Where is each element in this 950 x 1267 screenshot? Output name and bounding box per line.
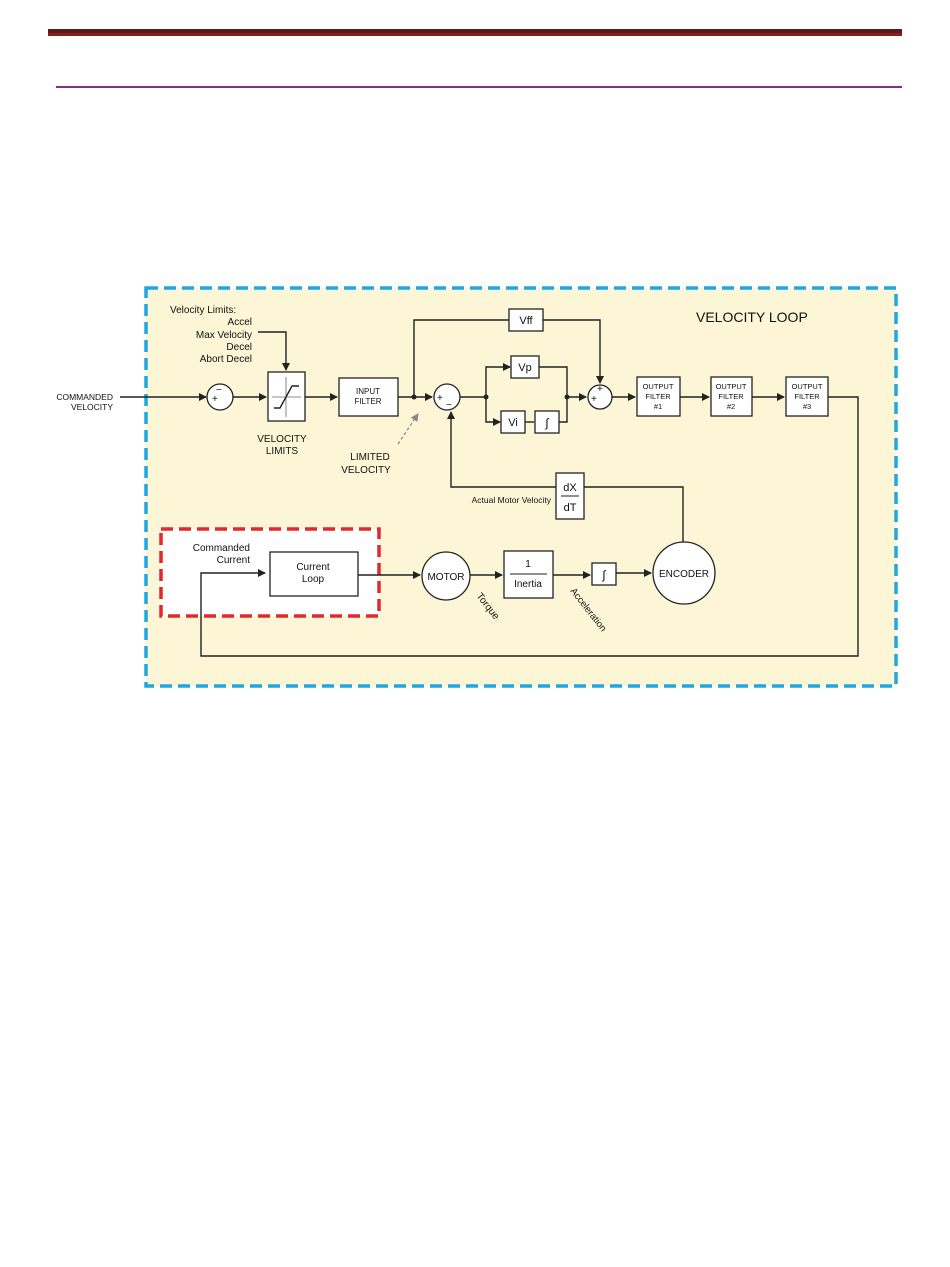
- output-filter-1-label-1: OUTPUT: [643, 382, 674, 391]
- commanded-velocity-label-2: VELOCITY: [71, 402, 113, 412]
- motor-label: MOTOR: [427, 572, 464, 583]
- output-filter-1-label-2: FILTER: [645, 392, 671, 401]
- velocity-limits-caption-1: VELOCITY: [257, 434, 307, 445]
- encoder-label: ENCODER: [659, 569, 709, 580]
- vff-label: Vff: [519, 315, 533, 327]
- derivative-dx: dX: [563, 482, 577, 494]
- input-filter-label-1: INPUT: [356, 387, 380, 396]
- output-filter-3-label-2: FILTER: [794, 392, 820, 401]
- commanded-current-label-1: Commanded: [193, 543, 250, 554]
- velocity-limits-caption-2: LIMITS: [266, 446, 299, 457]
- input-filter-label-2: FILTER: [355, 397, 382, 406]
- velocity-limit-max: Max Velocity: [196, 330, 252, 341]
- limited-velocity-label-1: LIMITED: [350, 452, 389, 463]
- encoder-circle: [652, 541, 716, 605]
- output-filter-3-label-1: OUTPUT: [792, 382, 823, 391]
- header-rule-purple: [56, 86, 902, 88]
- sum3-plus-left: +: [591, 394, 597, 405]
- derivative-block: [555, 472, 585, 520]
- sum1-plus: +: [212, 394, 218, 405]
- velocity-limit-abort: Abort Decel: [200, 354, 252, 365]
- velocity-limit-accel: Accel: [228, 317, 252, 328]
- header-rule-red: [48, 33, 902, 36]
- commanded-current-label-2: Current: [217, 555, 251, 566]
- output-filter-2-label-3: #2: [727, 402, 735, 411]
- header-rule-dark: [48, 29, 902, 33]
- sum2-plus: +: [437, 393, 443, 404]
- saturation-icon: [274, 385, 299, 409]
- inertia-numerator: 1: [525, 559, 531, 570]
- commanded-velocity-label-1: COMMANDED: [56, 392, 113, 402]
- actual-motor-velocity-label: Actual Motor Velocity: [472, 495, 552, 505]
- inertia-denominator: Inertia: [514, 579, 542, 590]
- current-loop-block: [269, 551, 359, 597]
- derivative-dt: dT: [564, 502, 577, 514]
- vp-label: Vp: [518, 362, 531, 374]
- vi-integral-label: ∫: [544, 416, 549, 430]
- output-filter-1-label-3: #1: [654, 402, 662, 411]
- motor-circle: [421, 551, 471, 601]
- sum2-minus: −: [446, 400, 452, 411]
- sum1-minus: −: [216, 385, 222, 396]
- vi-label: Vi: [508, 417, 518, 429]
- output-filter-3-label-3: #3: [803, 402, 811, 411]
- limited-velocity-label-2: VELOCITY: [341, 465, 391, 476]
- velocity-limits-heading: Velocity Limits:: [170, 305, 236, 316]
- current-loop-label-1: Current: [296, 562, 330, 573]
- current-loop-label-2: Loop: [302, 574, 325, 585]
- integrator-label: ∫: [601, 568, 606, 582]
- output-filter-2-block: [710, 376, 753, 417]
- input-filter-block: [338, 377, 399, 417]
- velocity-loop-title: VELOCITY LOOP: [696, 309, 808, 325]
- velocity-limit-decel: Decel: [226, 342, 252, 353]
- integrator-block: [591, 562, 617, 586]
- output-filter-2-label-2: FILTER: [718, 392, 744, 401]
- sum3-plus-top: +: [597, 384, 603, 395]
- output-filter-2-label-1: OUTPUT: [716, 382, 747, 391]
